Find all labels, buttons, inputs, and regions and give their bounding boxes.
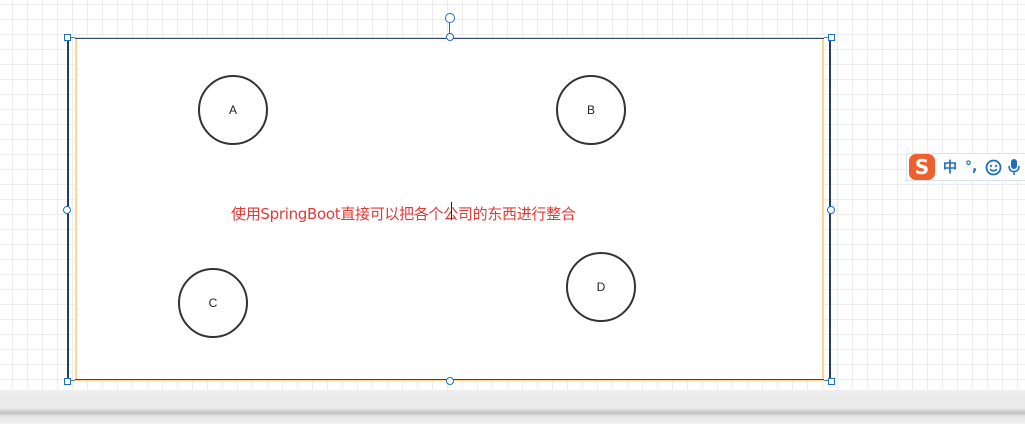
ime-punctuation-toggle[interactable]: °, (965, 159, 978, 175)
resize-handle-top-left[interactable] (64, 34, 71, 41)
rotate-handle-stem (449, 23, 450, 34)
bottom-scroll-area (0, 390, 1025, 424)
node-b-label: B (586, 103, 595, 117)
resize-handle-top[interactable] (446, 33, 454, 41)
node-a-circle[interactable]: A (198, 75, 268, 145)
node-b-circle[interactable]: B (556, 75, 626, 145)
node-c-circle[interactable]: C (178, 268, 248, 338)
sogou-logo-icon[interactable]: S (909, 154, 935, 180)
ime-toolbar[interactable]: S 中 °, (906, 153, 1025, 181)
rotate-handle[interactable] (445, 13, 455, 23)
smiley-icon[interactable] (985, 159, 1002, 176)
resize-handle-top-right[interactable] (828, 34, 835, 41)
microphone-icon[interactable] (1008, 158, 1021, 176)
node-d-label: D (596, 280, 606, 294)
resize-handle-left[interactable] (63, 206, 71, 214)
resize-handle-bottom[interactable] (446, 377, 454, 385)
node-a-label: A (228, 103, 237, 117)
ime-mode-toggle[interactable]: 中 (943, 160, 957, 176)
node-c-label: C (208, 296, 218, 310)
node-d-circle[interactable]: D (566, 252, 636, 322)
diagram-text-label[interactable]: 使用SpringBoot直接可以把各个公司的东西进行整合 (231, 205, 576, 223)
resize-handle-right[interactable] (827, 206, 835, 214)
resize-handle-bottom-right[interactable] (828, 378, 835, 385)
text-caret (451, 202, 452, 220)
resize-handle-bottom-left[interactable] (64, 378, 71, 385)
